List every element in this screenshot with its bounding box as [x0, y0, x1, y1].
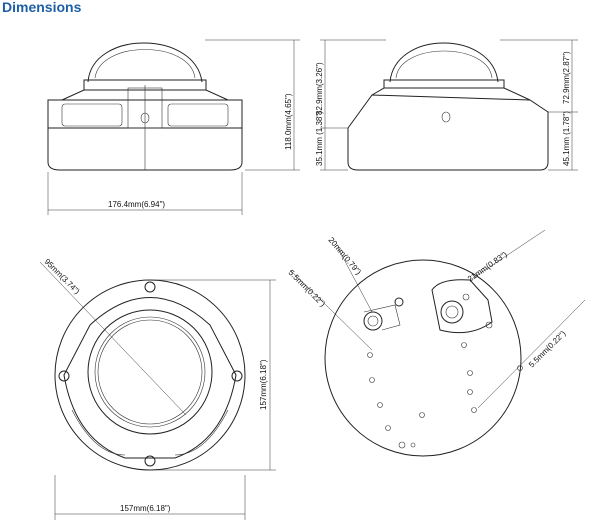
bottom-hole-55b-label: 5.5mm(0.22")	[527, 329, 568, 370]
top-diameter-label: 95mm(3.74")	[43, 257, 82, 296]
side-dome-label: 82.9mm(3.26")	[315, 62, 324, 115]
side-base-right-label: 45.1mm (1.78")	[562, 111, 571, 166]
bottom-hole-21-label: 21mm(0.83")	[466, 250, 509, 284]
top-height-label: 157mm(6.18")	[259, 359, 268, 410]
side-base-label: 35.1mm (1.38")	[315, 111, 324, 166]
bottom-hole-55a-label: 5.5mm(0.22")	[287, 268, 328, 309]
top-width-label: 157mm(6.18")	[120, 504, 171, 513]
side-view: 82.9mm(3.26") 35.1mm (1.38") 72.9mm(2.87…	[315, 39, 578, 171]
side-dome-right-label: 72.9mm(2.87")	[562, 51, 571, 104]
front-height-label: 118.0mm(4.65")	[284, 93, 293, 150]
bottom-view: 20mm(0.79") 5.5mm(0.22") 21mm(0.83") 5.5…	[287, 229, 586, 457]
front-width-label: 176.4mm(6.94")	[108, 200, 165, 209]
bottom-hole-20-label: 20mm(0.79")	[326, 236, 363, 277]
top-view: 95mm(3.74") 157mm(6.18") 157mm(6.18")	[39, 257, 276, 520]
section-title: Dimensions	[2, 0, 82, 15]
front-view: 176.4mm(6.94") 118.0mm(4.65")	[47, 39, 300, 215]
